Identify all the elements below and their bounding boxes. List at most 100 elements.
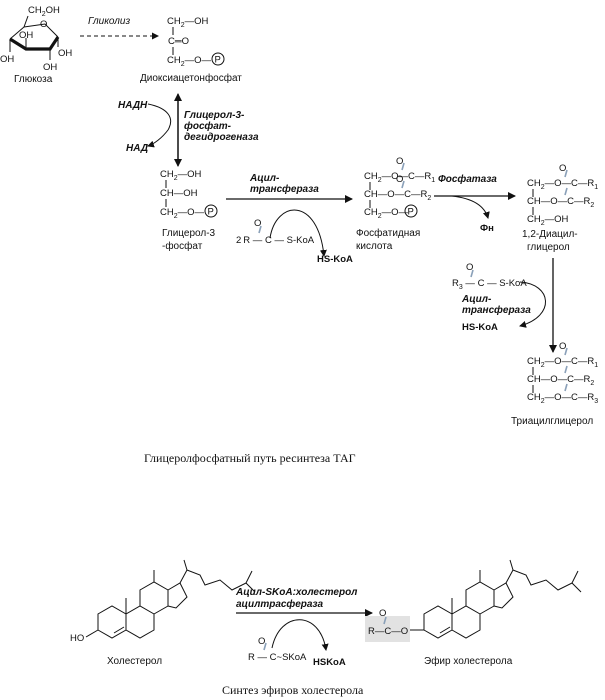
ester-double-bond xyxy=(383,616,387,625)
pa-line-2: CH—O—C—R2 xyxy=(364,189,431,202)
phosphatidic-acid-structure: CH2—O—C—R1 O CH—O—C—R2 O CH2—O— P Фосфат… xyxy=(356,156,435,252)
tag-line-2: CH—O—C—R2 xyxy=(527,374,594,387)
pa-line-3: CH2—O— xyxy=(364,207,409,220)
acyl-skoa-oxygen: O xyxy=(258,636,265,647)
ester-ring-double-bond xyxy=(439,626,451,634)
hs-koa-2: HS-KoA xyxy=(462,322,498,333)
dag-line-3: CH2—OH xyxy=(527,214,569,227)
g3p-choh: CH—OH xyxy=(160,188,198,199)
cholesterol-skeleton xyxy=(97,559,256,639)
ester-highlight-box xyxy=(365,616,410,642)
cholesterol-ester-structure: R—C—O O Эфир холестерола xyxy=(365,559,582,667)
glucose-oh-c2: OH xyxy=(43,62,57,73)
dhap-phosphate-p: P xyxy=(215,55,221,66)
glycolysis-arrow: Гликолиз xyxy=(80,16,159,40)
nadh-label: НАДН xyxy=(118,100,148,111)
g3p-phosphate-circle xyxy=(204,204,218,218)
dehydrogenase-line-1: Глицерол-3- xyxy=(184,110,245,121)
tag-oxygen-1: O xyxy=(559,341,566,352)
phosphate-label: Фн xyxy=(480,223,494,234)
dag-carbonyl-1 xyxy=(564,169,568,178)
dag-carbonyl-2 xyxy=(564,187,568,196)
dag-oxygen-1: O xyxy=(559,163,566,174)
phosphatase-step: Фосфатаза Фн xyxy=(434,173,516,234)
dehydrogenase-line-3: дегидрогеназа xyxy=(184,132,259,143)
tag-label: Триацилглицерол xyxy=(511,416,593,427)
acyl-skoa-double-bond xyxy=(263,642,267,651)
pa-oxygen-1: O xyxy=(396,156,403,167)
cholesterol-structure: HO Холестерол xyxy=(70,559,256,667)
pa-label-1: Фосфатидная xyxy=(356,227,420,239)
diacylglycerol-structure: CH2—O—C—R1 O CH—O—C—R2 CH2—OH 1,2-Диацил… xyxy=(522,163,598,253)
dehydrogenase-step: НАДН НАД Глицерол-3- фосфат- дегидрогена… xyxy=(118,93,259,167)
acyl-coa3-oxygen: O xyxy=(466,262,473,273)
pa-carbonyl-2 xyxy=(401,180,405,189)
hskoa-label: HSKoA xyxy=(313,657,346,668)
pa-carbonyl-1 xyxy=(401,162,405,171)
acat-line-2: ацилтрасфераза xyxy=(236,598,324,610)
acyltransferase-2-curve xyxy=(519,281,546,328)
glucose-oh-c1: OH xyxy=(58,48,72,59)
tag-line-3: CH2—O—C—R3 xyxy=(527,392,598,405)
g3p-label-1: Глицерол-3 xyxy=(162,228,216,239)
dag-label-1: 1,2-Диацил- xyxy=(522,229,578,240)
cholesterol-ho-bond xyxy=(85,629,99,638)
acyl-coa3-double-bond xyxy=(470,269,474,278)
glucose-oh-c3: OH xyxy=(19,30,33,41)
acyl-coa-double-bond xyxy=(258,225,262,234)
hs-koa-1: HS-KoA xyxy=(317,254,353,265)
g3p-phosphate-p: P xyxy=(208,207,214,218)
acyltransferase-step-2: R3 — C — S-KoA O Ацил- трансфераза HS-Ko… xyxy=(452,258,557,353)
phosphatase-curve xyxy=(451,195,490,219)
glucose-ring-oxygen: O xyxy=(40,19,47,30)
ester-skeleton xyxy=(423,559,582,639)
tag-line-1: CH2—O—C—R1 xyxy=(527,356,598,369)
glucose-c6-bond xyxy=(23,15,29,28)
acyltransferase-1-curve xyxy=(269,209,327,257)
cholesterol-double-bond xyxy=(113,626,125,634)
glycolysis-label: Гликолиз xyxy=(88,16,130,27)
dhap-structure: CH2—OH C═O CH2—O— P Диоксиацетонфосфат xyxy=(140,16,242,84)
dhap-phosphate-circle xyxy=(211,52,225,66)
pa-line-1: CH2—O—C—R1 xyxy=(364,171,435,184)
acyltransferase-1-line-2: трансфераза xyxy=(250,183,319,195)
pa-oxygen-2: O xyxy=(396,174,403,185)
acyltransferase-2-line-1: Ацил- xyxy=(461,294,492,305)
pa-phosphate-p: P xyxy=(408,207,414,218)
ester-label: Эфир холестерола xyxy=(424,655,513,667)
acyl-coa3-formula: R3 — C — S-KoA xyxy=(452,278,527,291)
acyltransferase-1-line-1: Ацил- xyxy=(249,173,280,184)
acat-line-1: Ацил-SKoA:холестерол xyxy=(235,587,358,598)
g3p-ch2oh: CH2—OH xyxy=(160,169,202,182)
dhap-ch2o: CH2—O— xyxy=(167,55,212,68)
glucose-ch2oh-label: CH2OH xyxy=(28,5,60,18)
tag-carbonyl-1 xyxy=(564,347,568,356)
pa-phosphate-circle xyxy=(404,204,418,218)
pa-label-2: кислота xyxy=(356,241,393,252)
dag-line-2: CH—O—C—R2 xyxy=(527,196,594,209)
scheme1-caption: Глицеролфосфатный путь ресинтеза ТАГ xyxy=(144,451,356,465)
glucose-label: Глюкоза xyxy=(14,74,53,85)
dhap-carbonyl: C═O xyxy=(168,36,189,47)
dag-label-2: глицерол xyxy=(527,242,570,253)
scheme2-caption: Синтез эфиров холестерола xyxy=(222,683,364,697)
g3p-label-2: -фосфат xyxy=(162,240,203,252)
acyltransferase-2-line-2: трансфераза xyxy=(462,304,531,316)
acat-step: Ацил-SKoA:холестерол ацилтрасфераза R — … xyxy=(235,587,373,668)
triacylglycerol-structure: CH2—O—C—R1 O CH—O—C—R2 CH2—O—C—R3 Триаци… xyxy=(511,341,598,427)
cholesterol-ho: HO xyxy=(70,633,84,644)
cholesterol-label: Холестерол xyxy=(107,656,162,667)
dhap-label: Диоксиацетонфосфат xyxy=(140,72,242,84)
dehydrogenase-line-2: фосфат- xyxy=(184,120,232,132)
glucose-ring-front xyxy=(9,36,60,51)
nad-label: НАД xyxy=(126,143,148,154)
acat-curve xyxy=(271,619,329,651)
tag-carbonyl-3 xyxy=(564,383,568,392)
glucose-structure: CH2OH O OH OH OH OH Глюкоза xyxy=(0,5,72,85)
g3p-ch2o: CH2—O— xyxy=(160,207,205,220)
ester-acyl-group: R—C—O xyxy=(368,626,408,637)
acyl-skoa-formula: R — C~SKoA xyxy=(248,652,307,663)
